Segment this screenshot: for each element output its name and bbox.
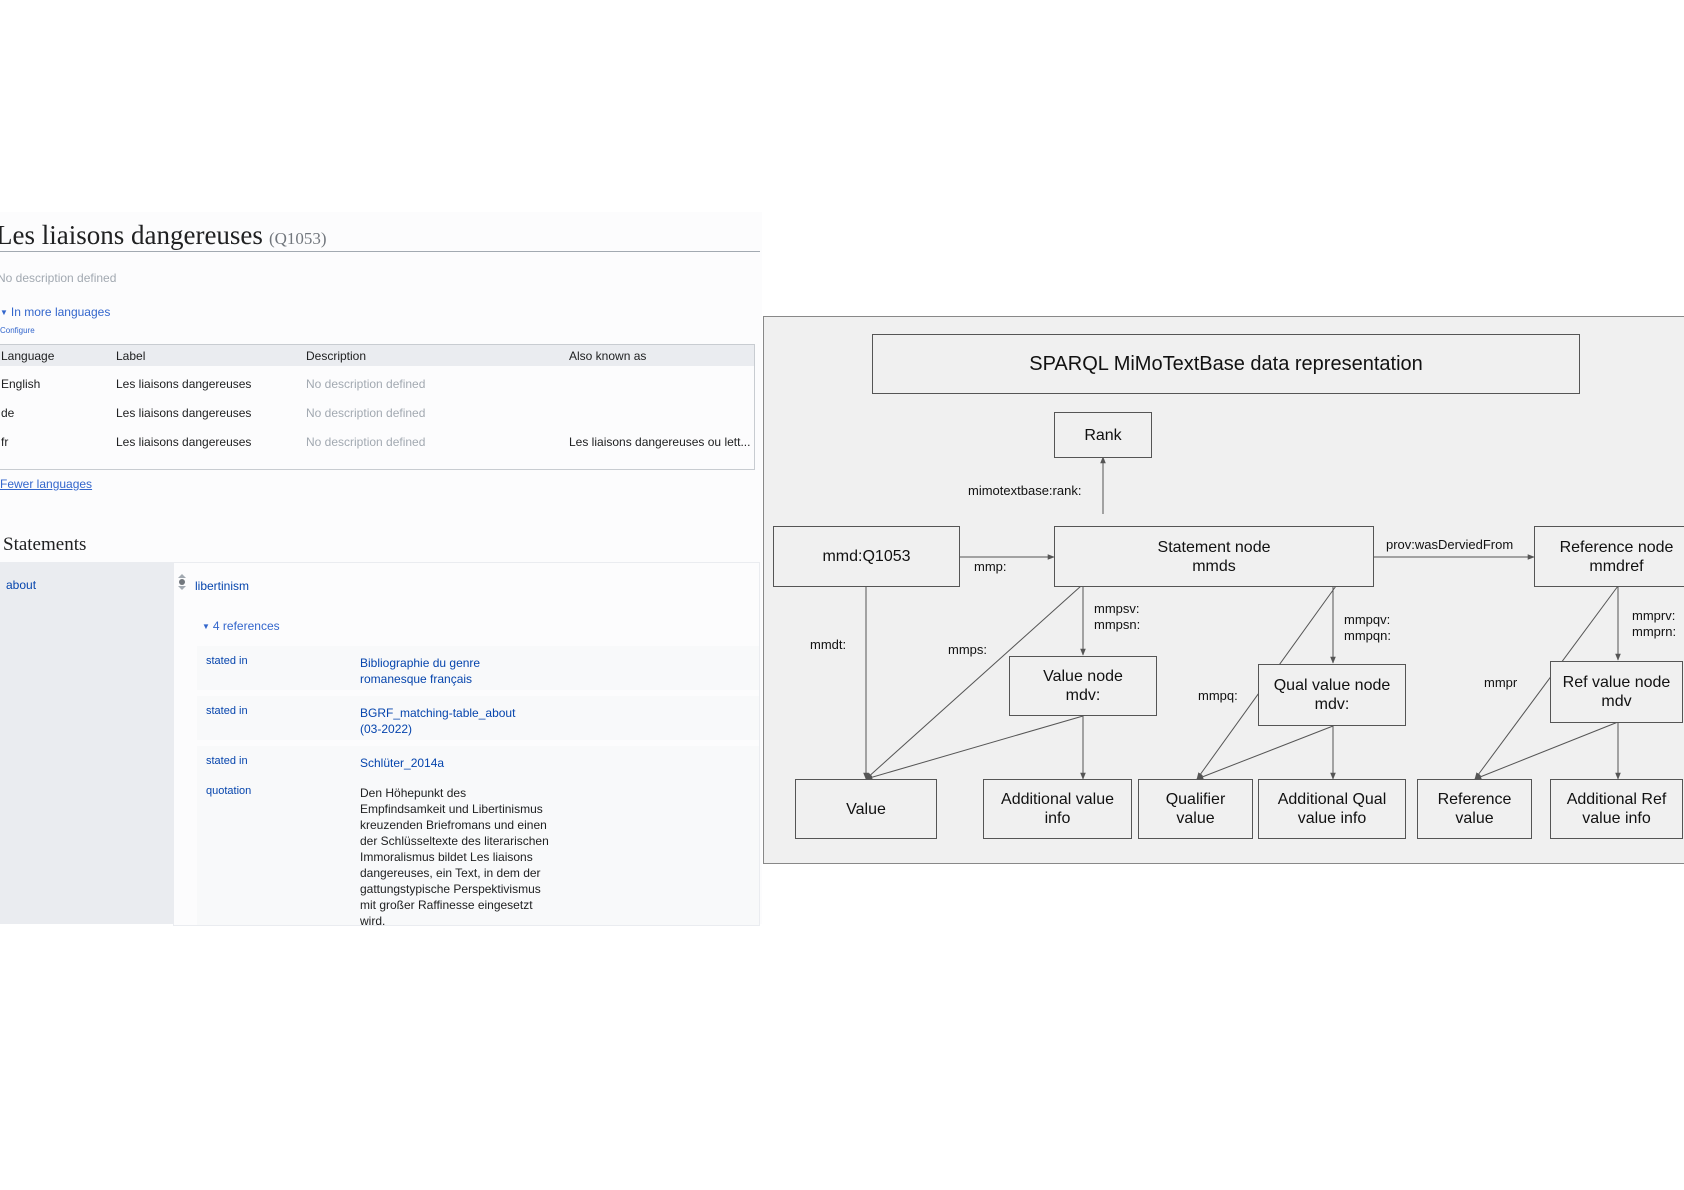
references-count: 4 references: [212, 619, 280, 633]
node-additional-qual-value-info: Additional Qual value info: [1258, 779, 1406, 839]
rank-selector-icon[interactable]: [177, 573, 187, 591]
edge-mmps: [865, 585, 1082, 780]
diagram-title: SPARQL MiMoTextBase data representation: [872, 334, 1580, 394]
item-id: (Q1053): [268, 229, 327, 248]
triangle-down-icon: ▼: [202, 622, 210, 631]
reference-block: stated in Schlüter_2014a quotation Den H…: [197, 746, 759, 928]
in-more-languages-label: In more languages: [10, 305, 111, 319]
item-label: Les liaisons dangereuses: [0, 220, 263, 250]
item-title: Les liaisons dangereuses (Q1053): [0, 220, 327, 251]
row-label[interactable]: Les liaisons dangereuses: [116, 377, 252, 391]
node-item: mmd:Q1053: [773, 526, 960, 587]
reference-property[interactable]: stated in: [206, 755, 248, 767]
reference-block: stated in BGRF_matching-table_about (03-…: [197, 696, 759, 740]
data-model-diagram: SPARQL MiMoTextBase data representation …: [763, 316, 1684, 864]
node-ref-value: Ref value node mdv: [1550, 661, 1683, 723]
statement-property-cell: about: [0, 562, 173, 924]
wikibase-item-panel: Les liaisons dangereuses (Q1053) No descr…: [0, 212, 762, 928]
row-aliases[interactable]: Les liaisons dangereuses ou lett...: [569, 435, 751, 449]
row-label[interactable]: Les liaisons dangereuses: [116, 406, 252, 420]
node-statement: Statement node mmds: [1054, 526, 1374, 587]
row-language: de: [1, 406, 15, 420]
node-value: Value node mdv:: [1009, 656, 1157, 716]
reference-value[interactable]: BGRF_matching-table_about (03-2022): [360, 706, 516, 736]
edge-mmpr: [1474, 585, 1619, 780]
references-toggle[interactable]: ▼4 references: [202, 619, 280, 633]
quotation-text: Den Höhepunkt des Empfindsamkeit und Lib…: [360, 786, 549, 928]
edge-label-mmprv: mmprv: mmprn:: [1632, 608, 1677, 639]
node-reference-value: Reference value: [1417, 779, 1532, 839]
diagram-connectors: [863, 456, 1621, 780]
edge-label-prov: prov:wasDerviedFrom: [1386, 537, 1514, 552]
reference-value[interactable]: Schlüter_2014a: [360, 756, 445, 770]
reference-property[interactable]: stated in: [206, 655, 248, 667]
column-header-language: Language: [1, 349, 55, 363]
property-link-about[interactable]: about: [6, 578, 37, 592]
node-rank: Rank: [1054, 412, 1152, 458]
triangle-down-icon: ▼: [0, 308, 8, 317]
row-description[interactable]: No description defined: [306, 377, 426, 391]
statements-heading: Statements: [3, 534, 87, 555]
languages-table: Language Label Description Also known as…: [0, 344, 755, 470]
column-header-label: Label: [116, 349, 146, 363]
node-additional-value-info: Additional value info: [983, 779, 1132, 839]
edge-label-mmpsv: mmpsv: mmpsn:: [1094, 601, 1141, 632]
edge-label-mmpqv: mmpqv: mmpqn:: [1344, 612, 1391, 643]
title-divider: [0, 251, 760, 252]
edge-label-mmdt: mmdt:: [810, 637, 847, 652]
column-header-aliases: Also known as: [569, 349, 647, 363]
configure-link[interactable]: Configure: [0, 326, 35, 335]
reference-property[interactable]: quotation: [206, 785, 252, 797]
row-language: English: [1, 377, 41, 391]
statement-value-link[interactable]: libertinism: [195, 579, 250, 593]
node-value-literal: Value: [795, 779, 937, 839]
row-language: fr: [1, 435, 9, 449]
edge-label-mmpq: mmpq:: [1198, 688, 1238, 703]
reference-block: stated in Bibliographie du genre romanes…: [197, 646, 759, 690]
item-description: No description defined: [0, 271, 117, 285]
reference-property[interactable]: stated in: [206, 705, 248, 717]
edge-label-rank: mimotextbase:rank:: [968, 483, 1082, 498]
row-label[interactable]: Les liaisons dangereuses: [116, 435, 252, 449]
languages-table-header: Language Label Description Also known as: [0, 345, 754, 366]
node-additional-ref-value-info: Additional Ref value info: [1550, 779, 1683, 839]
node-qual-value: Qual value node mdv:: [1258, 664, 1406, 726]
fewer-languages-link[interactable]: Fewer languages: [0, 477, 93, 491]
edge-label-mmpr: mmpr:: [1484, 675, 1517, 690]
node-qualifier-value: Qualifier value: [1138, 779, 1253, 839]
statement-value-cell: libertinism ▼4 references stated in Bibl…: [173, 562, 760, 928]
edge-qual-node-value: [1196, 725, 1334, 780]
row-description[interactable]: No description defined: [306, 406, 426, 420]
in-more-languages-toggle[interactable]: ▼In more languages: [0, 305, 110, 319]
node-reference: Reference node mmdref: [1534, 526, 1684, 587]
edge-label-mmp: mmp:: [974, 559, 1007, 574]
edge-ref-node-value: [1474, 721, 1619, 780]
row-description[interactable]: No description defined: [306, 435, 426, 449]
column-header-description: Description: [306, 349, 367, 363]
edge-label-mmps: mmps:: [948, 642, 987, 657]
edge-value-node-value: [865, 715, 1084, 780]
reference-value[interactable]: Bibliographie du genre romanesque frança…: [360, 656, 481, 686]
